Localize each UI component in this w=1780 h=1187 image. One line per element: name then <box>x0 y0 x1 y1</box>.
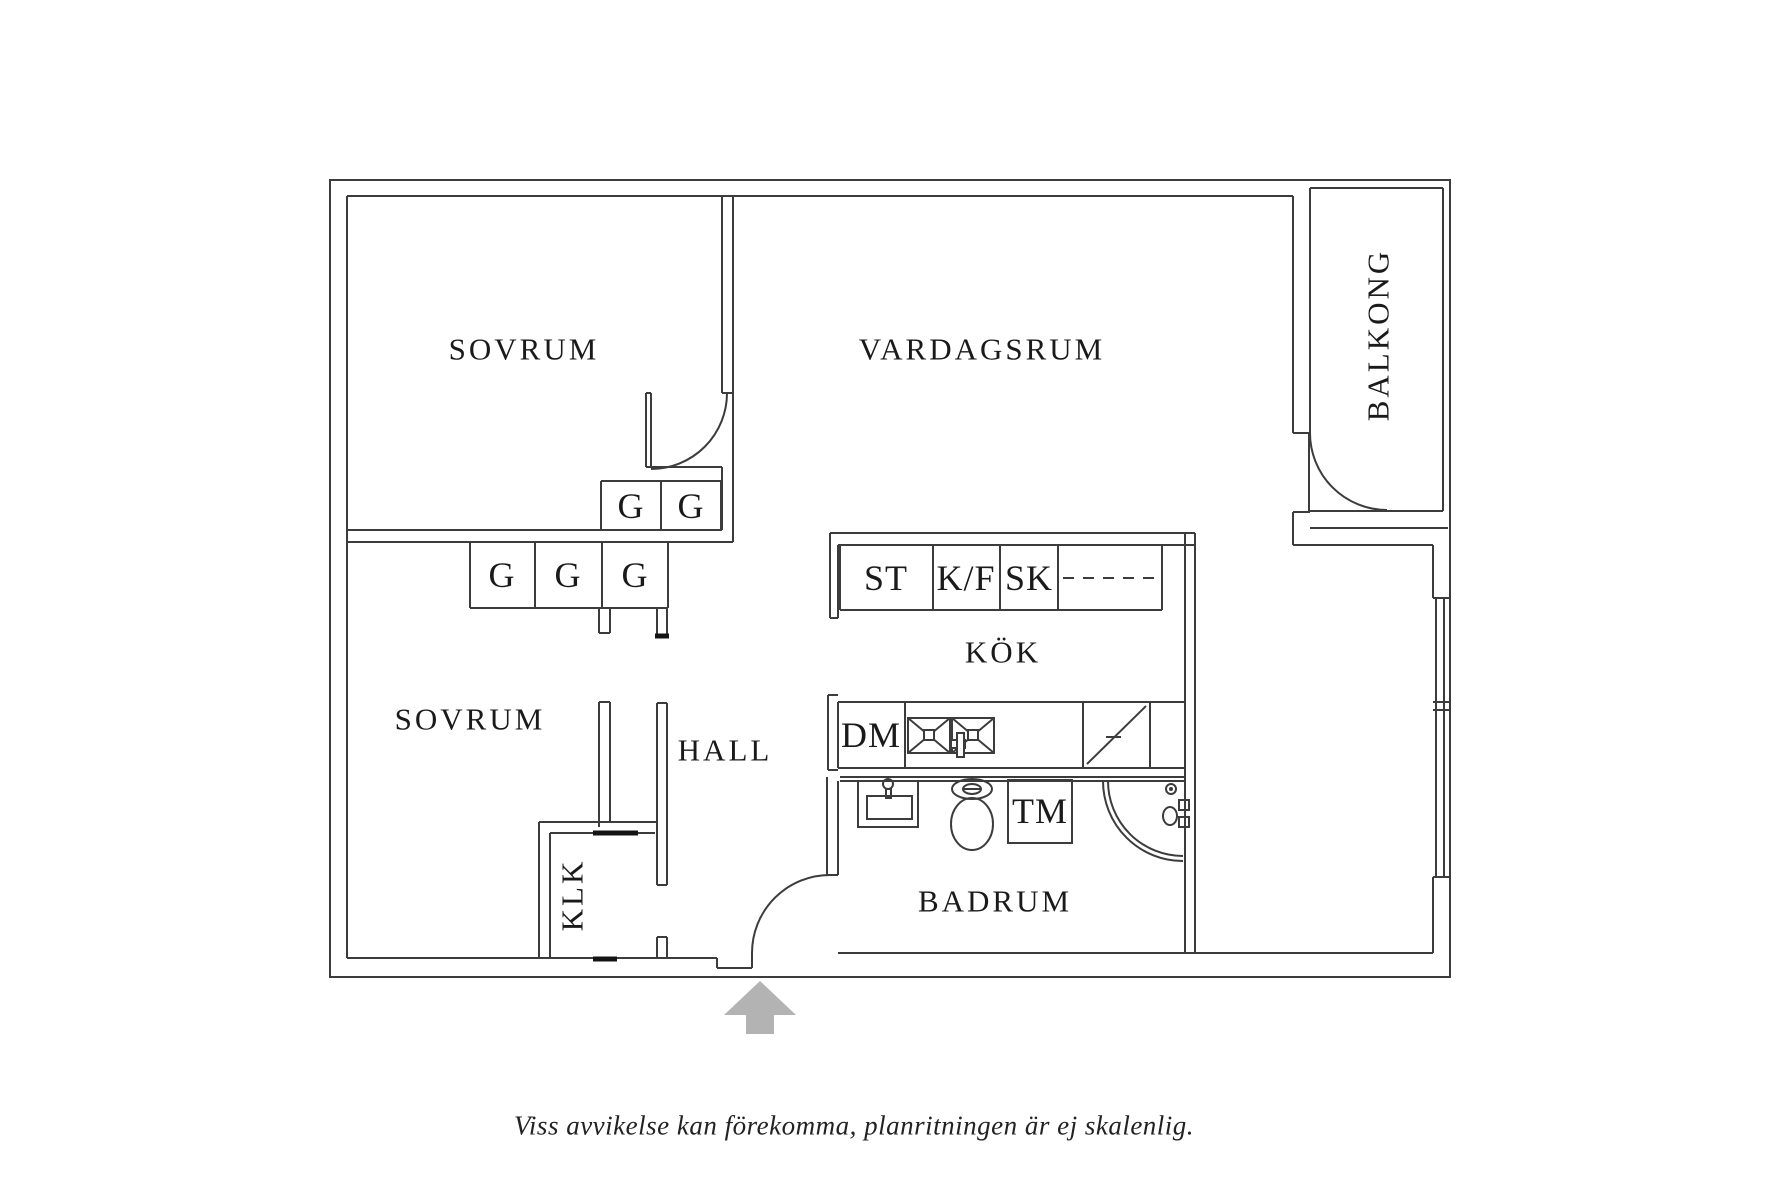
washbasin-icon <box>857 778 919 828</box>
balcony-door-arc <box>1309 432 1388 511</box>
wardrobe-label-g4: G <box>554 555 582 595</box>
wardrobe-label-g2: G <box>677 486 705 526</box>
wardrobe-label-g5: G <box>621 555 649 595</box>
cabinet-label-sk: SK <box>1004 558 1054 598</box>
appliance-label-dm: DM <box>840 715 902 755</box>
bedroom-door-arc <box>650 392 728 470</box>
disclaimer-caption: Viss avvikelse kan förekomma, planritnin… <box>513 1110 1195 1141</box>
entrance-arrow-icon <box>724 981 796 1034</box>
outer-walls <box>329 179 1451 978</box>
shower-icon <box>1102 780 1190 862</box>
room-label-kok: KÖK <box>964 634 1042 670</box>
room-label-klk: KLK <box>554 858 590 932</box>
cabinet-label-kf: K/F <box>936 558 996 598</box>
inner-walls <box>346 187 1448 969</box>
room-label-sovrum-top: SOVRUM <box>448 331 600 367</box>
stove-icon <box>1086 705 1147 765</box>
window-icon <box>1433 597 1450 878</box>
room-label-vardagsrum: VARDAGSRUM <box>858 331 1106 367</box>
kitchen-sink-icon <box>907 717 995 758</box>
appliance-label-tm: TM <box>1012 791 1068 831</box>
room-label-sovrum-lower: SOVRUM <box>394 701 546 737</box>
wardrobe-label-g1: G <box>617 486 645 526</box>
door-opening-marks <box>593 633 669 962</box>
wardrobe-label-g3: G <box>488 555 516 595</box>
door-arcs <box>650 392 1388 954</box>
room-label-hall: HALL <box>677 732 773 768</box>
cabinet-label-st: ST <box>863 558 909 598</box>
toilet-icon <box>950 778 994 851</box>
entrance-door-arc <box>751 874 831 954</box>
room-label-balkong: BALKONG <box>1360 248 1396 422</box>
room-label-badrum: BADRUM <box>917 883 1073 919</box>
washing-machine-box <box>1007 779 1073 844</box>
